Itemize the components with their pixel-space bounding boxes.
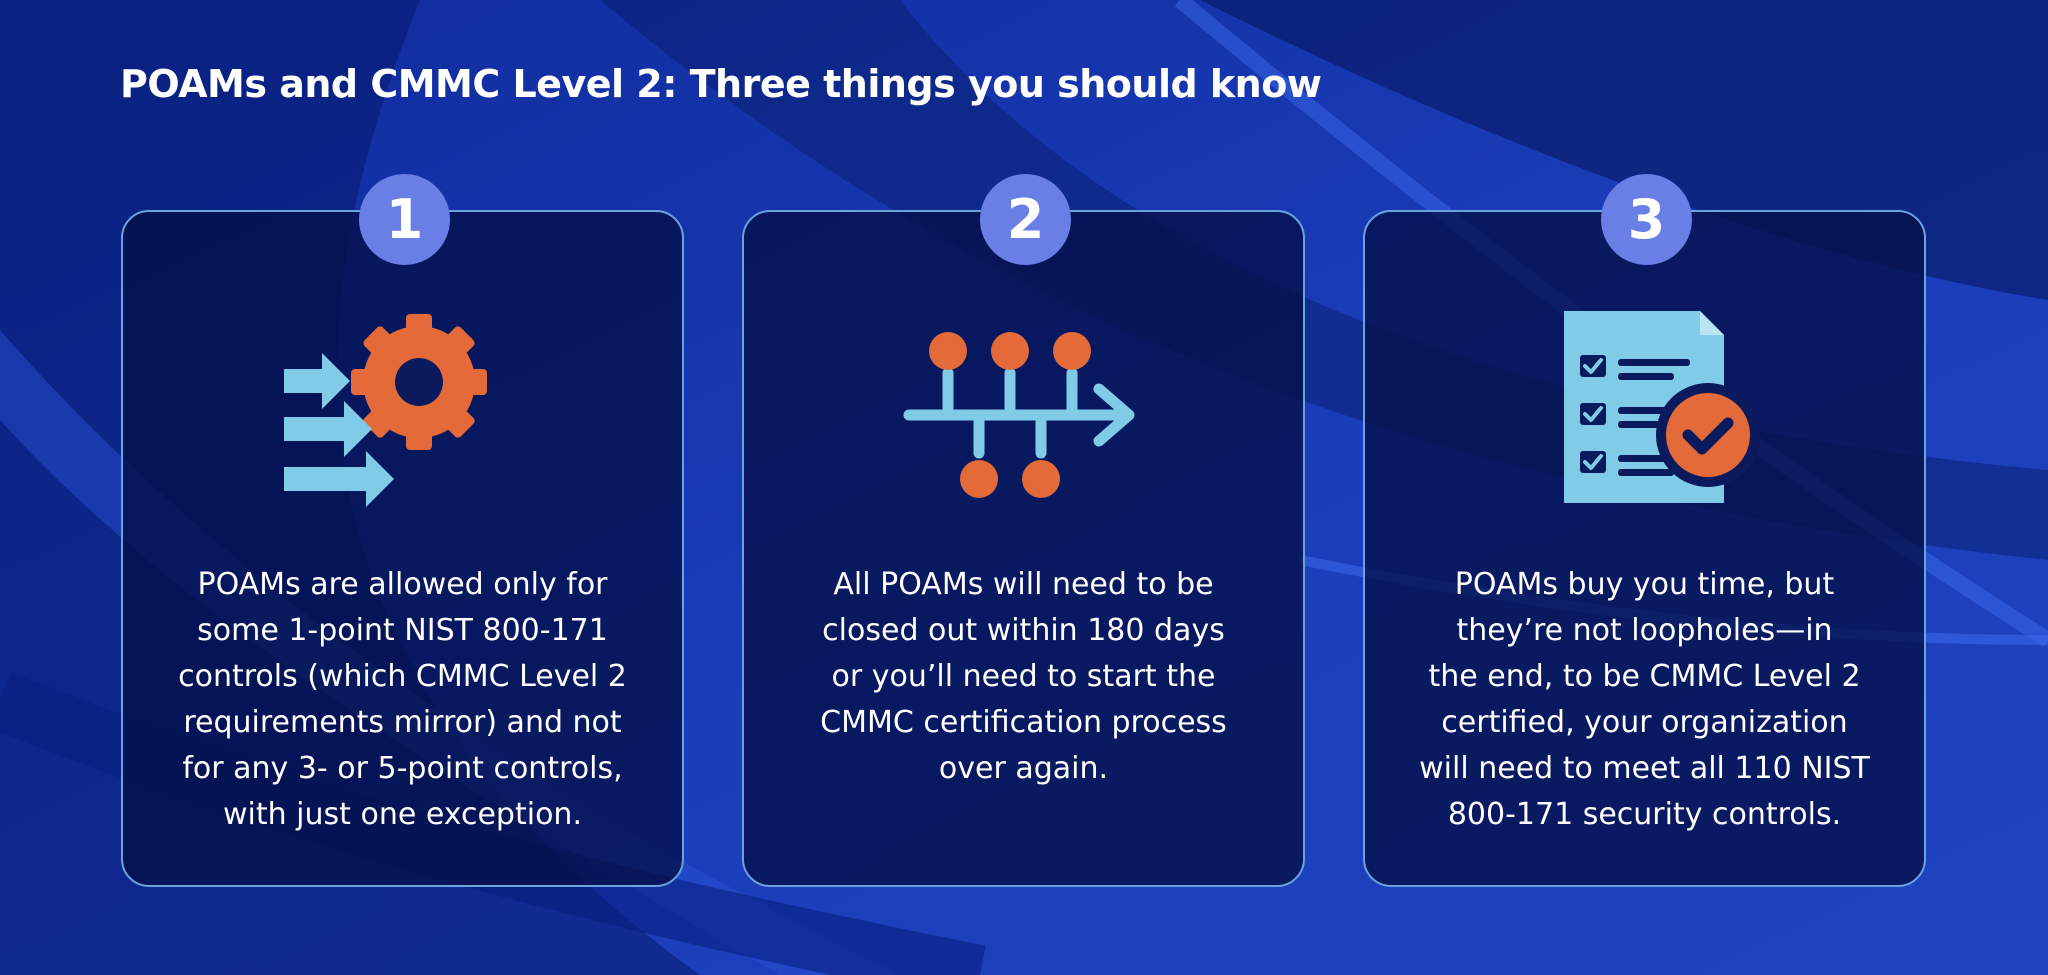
card-description: All POAMs will need to be closed out wit… — [820, 567, 1227, 786]
step-number-badge: 1 — [359, 174, 450, 265]
info-card-2: 2 All POAMs will need to be closed out w… — [742, 174, 1305, 887]
info-card-3: 3 POAMs buy — [1363, 174, 1926, 887]
page-title: POAMs and CMMC Level 2: Three things you… — [120, 62, 1322, 106]
step-number-badge: 3 — [1601, 174, 1692, 265]
card-description: POAMs buy you time, but they’re not loop… — [1419, 567, 1870, 832]
checklist-approved-icon — [1524, 307, 1769, 522]
card-description: POAMs are allowed only for some 1-point … — [178, 567, 627, 832]
gear-with-arrows-icon — [282, 307, 527, 522]
timeline-arrow-icon — [903, 307, 1148, 522]
step-number-badge: 2 — [980, 174, 1071, 265]
info-card-1: 1 POAMs are allowed only for some 1-p — [121, 174, 684, 887]
